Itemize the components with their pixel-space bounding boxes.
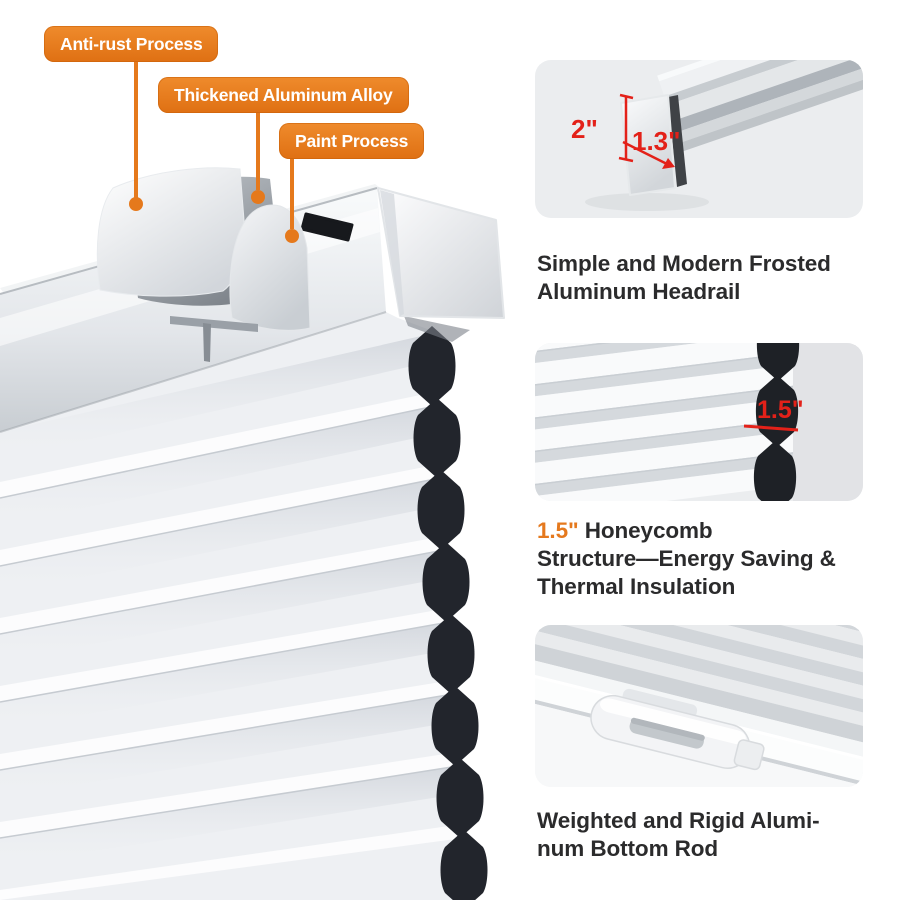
measure-lines [618,93,668,166]
honeycomb-caption: 1.5" Honeycomb Structure—Energy Saving &… [537,518,836,599]
headrail-caption: Simple and Modern Frosted Aluminum Headr… [537,251,831,304]
measure-cell-line [743,424,799,432]
headrail-end-cap [377,187,505,319]
measure-cell-label: 1.5" [757,396,804,424]
measure-height-label: 2" [571,114,598,144]
callout-thickened-aluminum-alloy: Thickened Aluminum Alloy [158,77,409,113]
bottom-rod-panel-image [535,625,863,787]
cellular-shade-fabric [0,312,488,900]
caption-accent-size: 1.5" [537,518,579,543]
callout-dots [129,190,299,243]
headrail-render [657,60,863,152]
bottom-rod-fabric [535,625,863,787]
headrail-slot [300,212,354,242]
honeycomb-panel-image: 1.5" [535,343,863,501]
callout-lines [134,62,294,229]
measure-depth-label: 1.3" [632,126,680,156]
bottom-rod-handle [590,688,765,771]
measure-arrowhead [662,158,675,169]
callout-paint-process: Paint Process [279,123,425,159]
bottom-rod-caption: Weighted and Rigid Alumi- num Bottom Rod [537,808,820,861]
headrail-panel-image: 2" 1.3" [535,60,863,218]
callout-anti-rust-process: Anti-rust Process [44,26,219,62]
shade-illustration [0,62,505,900]
